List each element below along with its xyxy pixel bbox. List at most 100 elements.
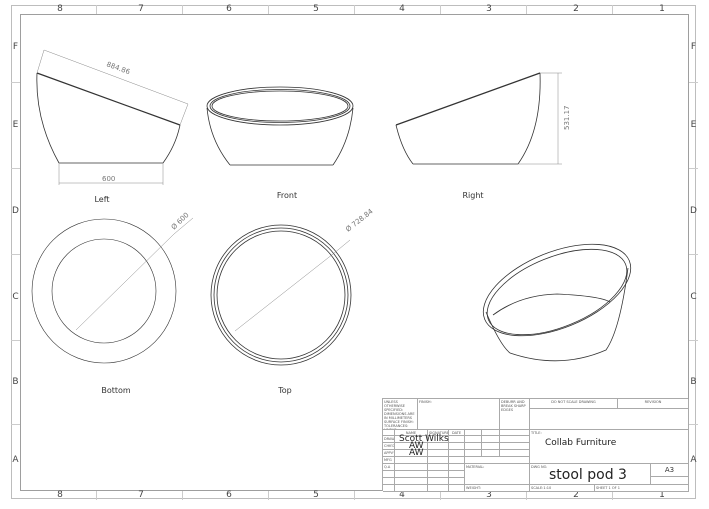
blank-cell — [383, 478, 395, 485]
signature-cell — [428, 443, 449, 450]
zone-divider — [96, 5, 97, 14]
drawing-number: stool pod 3 — [549, 467, 627, 483]
role-checked: CHK'D — [383, 443, 395, 450]
general-notes: UNLESS OTHERWISE SPECIFIED: DIMENSIONS A… — [383, 399, 418, 430]
zone-col-8-bottom: 8 — [57, 490, 63, 500]
zone-divider — [268, 5, 269, 14]
finish-cell: FINISH: — [418, 399, 500, 430]
role-header-cell — [383, 430, 395, 436]
front-view — [206, 86, 354, 166]
zone-divider — [526, 5, 527, 14]
zone-row-a-right: A — [690, 455, 697, 465]
sheet-size: A3 — [651, 464, 689, 477]
zone-row-c-right: C — [690, 292, 697, 302]
isometric-view — [482, 243, 632, 362]
bottom-view — [31, 217, 194, 364]
zone-row-b-left: B — [12, 377, 19, 387]
zone-divider — [526, 491, 527, 500]
blank-cell — [465, 430, 482, 436]
date-cell — [449, 457, 465, 464]
left-view — [36, 49, 189, 185]
signature-cell — [428, 464, 449, 471]
blank-cell — [395, 485, 428, 492]
signature-cell — [428, 436, 449, 443]
revision-cell: REVISION — [618, 399, 689, 409]
zone-divider — [11, 82, 20, 83]
zone-divider — [689, 82, 698, 83]
deburr-cell: DEBURR AND BREAK SHARP EDGES — [500, 399, 530, 430]
zone-row-f-left: F — [12, 42, 19, 52]
mfg-cell — [395, 457, 428, 464]
zone-divider — [689, 168, 698, 169]
blank-cell — [465, 457, 530, 464]
zone-row-e-left: E — [12, 120, 19, 130]
role-qa: Q.A — [383, 464, 395, 471]
blank-cell — [428, 471, 449, 478]
drawn-by-name: Scott Wilks — [399, 434, 449, 444]
zone-col-1-top: 1 — [659, 4, 665, 14]
blank-cell — [395, 478, 428, 485]
role-approved: APPV'D — [383, 450, 395, 457]
dwg-no-cell: DWG NO. — [530, 464, 651, 485]
blank-cell — [383, 471, 395, 478]
checked-by-cell — [395, 443, 428, 450]
zone-divider — [268, 491, 269, 500]
zone-divider — [689, 340, 698, 341]
role-drawn: DRAWN — [383, 436, 395, 443]
blank-cell — [482, 436, 500, 443]
approved-by-cell — [395, 450, 428, 457]
date-header: DATE — [449, 430, 465, 436]
zone-divider — [612, 5, 613, 14]
drawn-by-cell — [395, 436, 428, 443]
material-cell: MATERIAL: — [465, 464, 530, 485]
zone-divider — [11, 254, 20, 255]
inner-border — [20, 14, 689, 491]
sheet-number-cell: SHEET 1 OF 1 — [595, 485, 689, 492]
zone-col-3-top: 3 — [486, 4, 492, 14]
blank-cell — [651, 477, 689, 485]
zone-col-2-top: 2 — [573, 4, 579, 14]
zone-divider — [440, 491, 441, 500]
blank-cell — [465, 436, 482, 443]
zone-col-7-bottom: 7 — [138, 490, 144, 500]
dim-600: 600 — [102, 175, 115, 183]
signature-cell — [428, 457, 449, 464]
date-cell — [449, 450, 465, 457]
blank-cell — [482, 430, 500, 436]
blank-cell — [449, 485, 465, 492]
zone-divider — [96, 491, 97, 500]
dim-dia-600: Ø 600 — [170, 211, 191, 231]
view-label-top: Top — [278, 386, 292, 395]
view-label-left: Left — [94, 195, 110, 204]
zone-divider — [354, 5, 355, 14]
zone-col-8-top: 8 — [57, 4, 63, 14]
zone-col-5-top: 5 — [313, 4, 319, 14]
blank-cell — [428, 485, 449, 492]
zone-divider — [689, 424, 698, 425]
blank-cell — [500, 443, 530, 450]
dim-884-86: 884.86 — [105, 60, 131, 76]
zone-row-d-left: D — [12, 206, 19, 216]
weight-cell: WEIGHT: — [465, 485, 530, 492]
top-view — [210, 224, 352, 366]
revision-value-cell — [530, 409, 689, 430]
title-cell: TITLE: — [530, 430, 689, 464]
zone-col-6-bottom: 6 — [226, 490, 232, 500]
title-block: UNLESS OTHERWISE SPECIFIED: DIMENSIONS A… — [382, 398, 689, 492]
date-cell — [449, 443, 465, 450]
view-label-bottom: Bottom — [101, 386, 131, 395]
blank-cell — [482, 450, 500, 457]
zone-col-4-top: 4 — [399, 4, 405, 14]
zone-row-c-left: C — [12, 292, 19, 302]
zone-row-d-right: D — [690, 206, 697, 216]
approved-by-name: AW — [409, 448, 424, 458]
zone-col-2-bottom: 2 — [573, 490, 579, 500]
qa-cell — [395, 464, 428, 471]
dim-dia-728-84: Ø 728.84 — [344, 207, 375, 233]
zone-divider — [11, 424, 20, 425]
checked-by-name: AW — [409, 441, 424, 451]
drawing-title: Collab Furniture — [545, 438, 617, 448]
date-cell — [449, 464, 465, 471]
zone-divider — [440, 5, 441, 14]
